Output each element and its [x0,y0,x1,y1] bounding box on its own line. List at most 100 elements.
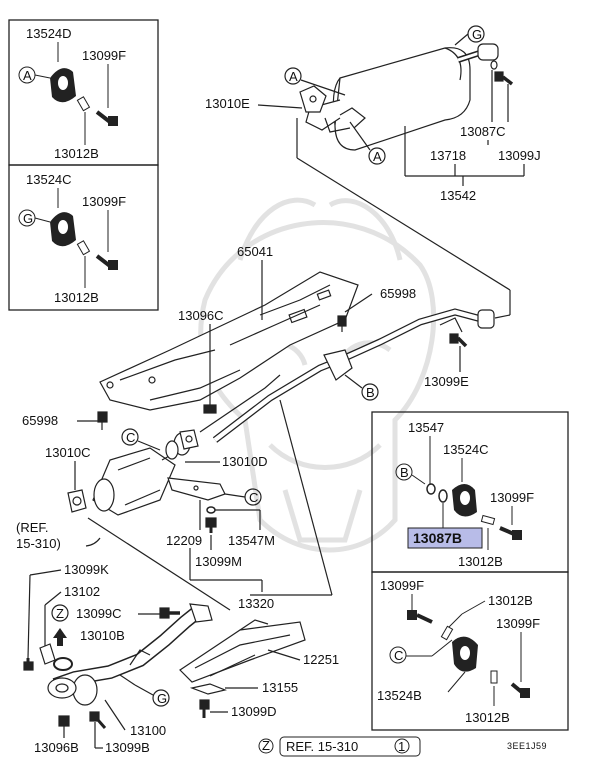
lower-heat-shield [179,619,306,683]
inset-g-label-pin: 13012B [54,290,99,305]
nut-icon [203,404,217,414]
label-arrow-ref: 13010B [80,628,125,643]
flange-icon [179,429,199,450]
inset-hanger-c: 13099F 13012B 13099F C 13524B 13012B [371,571,569,731]
inset-hanger-b: 13547 13524C B 13099F 13087B 13012B [371,411,569,573]
inset-g-label-hanger: 13524C [26,172,72,187]
rubber-hanger-icon [50,212,76,247]
inset-g-label-bolt: 13099F [82,194,126,209]
watermark-logo [198,197,437,553]
bolt-icon [499,526,522,540]
bolt-icon [449,333,468,348]
label-muffler: 13010E [205,96,250,111]
inset-c-label-pin-top: 13012B [488,593,533,608]
bracket-strip-icon [189,683,227,695]
label-manifold: 13100 [130,723,166,738]
label-ref-line1: (REF. [16,520,49,535]
center-pipe [199,308,495,443]
footer-code: 3EE1J59 [507,741,547,751]
circle-a-bottom [368,147,386,165]
bolt-icon [407,610,433,624]
label-gasket2: 13102 [64,584,100,599]
pin-icon [480,514,496,526]
label-nut-left: 65998 [22,413,58,428]
svg-text:B: B [366,385,375,400]
gasket-ring-icon [53,657,73,671]
inset-a-label-hanger: 13524D [26,26,72,41]
svg-text:C: C [394,648,403,663]
label-tail: 13718 [430,148,466,163]
inset-b-label-clip: 13547 [408,420,444,435]
circle-b-marker [395,463,413,481]
circle-a-top [284,67,302,85]
arrow-up-icon [53,628,67,646]
gasket-icon [490,60,498,70]
label-clip-m: 13547M [228,533,275,548]
bolt-icon [159,607,180,619]
bolt-icon [23,658,34,671]
footer-circle: Z [262,738,270,753]
nut-icon [97,411,108,430]
inset-c-label-hanger: 13524B [377,688,422,703]
svg-text:A: A [373,149,382,164]
bolt-icon [494,71,514,86]
gasket-icon [438,489,448,503]
nut-icon [337,315,347,332]
inset-b-label-hanger: 13524C [443,442,489,457]
svg-text:G: G [23,211,33,226]
label-bolt-c: 13096C [178,308,224,323]
label-bolt-e: 13099E [424,374,469,389]
label-cat-pipe: 13010D [222,454,268,469]
inset-c-label-pin-bottom: 13012B [465,710,510,725]
svg-text:A: A [23,68,32,83]
label-front-pipe: 13010C [45,445,91,460]
label-gasket: 13087C [460,124,506,139]
bolt-icon [205,517,217,533]
inset-c-label-bolt: 13099F [380,578,424,593]
circle-g-bottom [152,689,170,707]
gasket-icon [67,489,87,513]
label-heat-shield: 65041 [237,244,273,259]
inset-b-label-pin: 13012B [458,554,503,569]
label-ref-line2: 15-310) [16,536,61,551]
footer-ref-text: REF. 15-310 [286,739,358,754]
bolt-icon [199,699,210,718]
inset-b-label-bolt: 13099F [490,490,534,505]
highlight-box [407,527,483,549]
inset-b-label-highlighted: 13087B [413,530,462,546]
label-muffler-assy: 13542 [440,188,476,203]
bolt-icon [510,682,530,698]
label-bolt-c2: 13099C [76,606,122,621]
pin-icon [490,670,498,684]
label-bracket: 12209 [166,533,202,548]
pin-icon [76,240,91,256]
circle-b-main [361,383,379,401]
footer-ref-num: 1 [398,739,405,754]
label-center-pipe: 13320 [238,596,274,611]
front-exhaust-pipe [47,603,213,706]
label-bracket2: 13155 [262,680,298,695]
bolt-icon [95,110,118,126]
svg-text:C: C [126,430,135,445]
svg-text:G: G [472,27,482,42]
rubber-hanger-icon [452,484,477,517]
pin-icon [440,625,454,641]
inset-a-label-pin: 13012B [54,146,99,161]
label-shield: 12251 [303,652,339,667]
svg-text:C: C [249,490,258,505]
label-bolt-b: 13099B [105,740,150,755]
circle-c-top [121,428,139,446]
label-bolt-m: 13099M [195,554,242,569]
label-bolt-k: 13099K [64,562,109,577]
label-bolt-j: 13099J [498,148,541,163]
svg-text:B: B [400,465,409,480]
support-bracket [167,477,226,501]
nut-icon [58,715,70,727]
svg-text:A: A [289,69,298,84]
circle-c-marker [389,646,407,664]
pin-icon [76,96,91,112]
clip-icon [426,483,436,495]
bolt-icon [89,711,107,729]
rubber-hanger-icon [452,636,478,672]
